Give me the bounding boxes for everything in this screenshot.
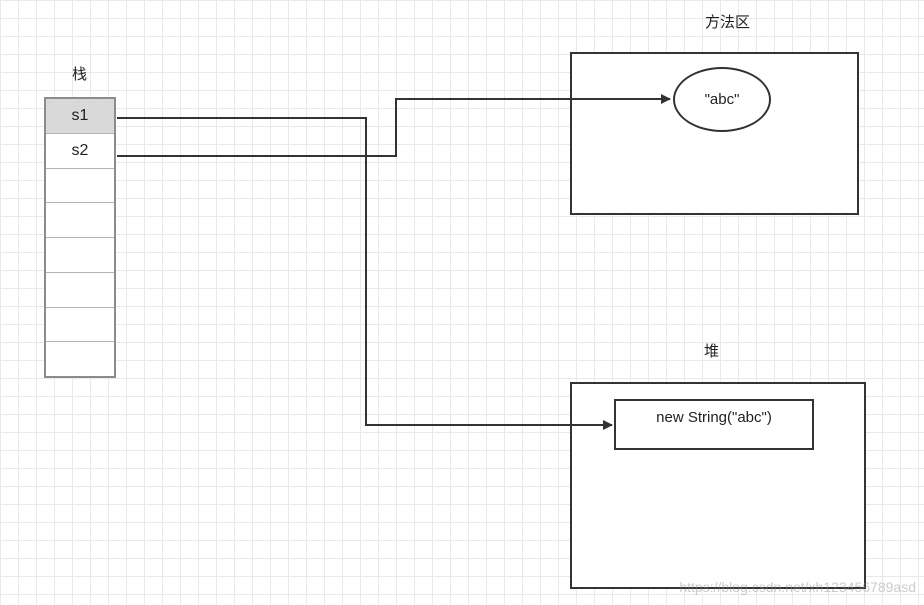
heap-title: 堆 [704,342,720,360]
watermark: https://blog.csdn.net/xh123456789asd [679,579,916,595]
stack-cell-empty [46,308,114,343]
stack-cell-empty [46,342,114,376]
heap-object-label: new String("abc") [656,409,772,426]
string-literal-ellipse: "abc" [673,67,771,132]
stack-title: 栈 [72,65,88,83]
stack-cell-empty [46,273,114,308]
string-literal-label: "abc" [704,91,740,108]
stack-cell-empty [46,169,114,204]
stack-table: s1 s2 [44,97,116,378]
heap-object-box: new String("abc") [614,399,814,450]
method-area-title: 方法区 [705,13,751,31]
stack-cell-s2: s2 [46,134,114,169]
stack-cell-s1: s1 [46,99,114,134]
stack-cell-empty [46,238,114,273]
s1-arrow [117,117,613,430]
stack-cell-empty [46,203,114,238]
